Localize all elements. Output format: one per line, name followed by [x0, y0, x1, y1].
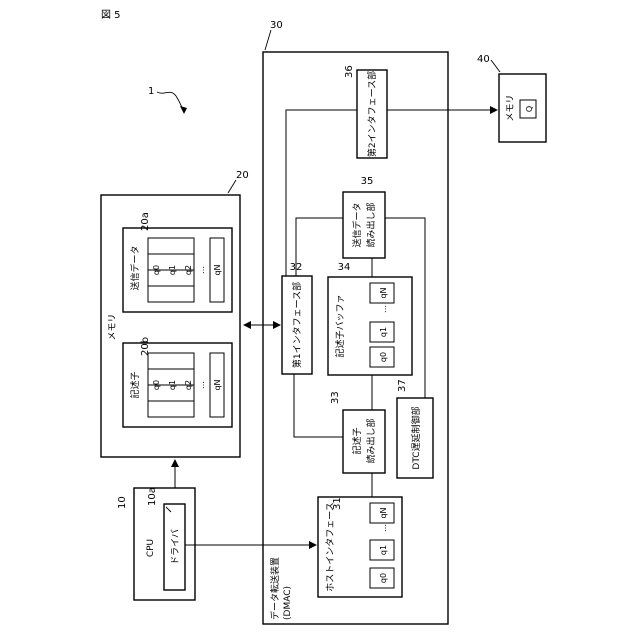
descriptor-cell-qn: qN [213, 379, 222, 390]
send-data-cell-q2: q2 [184, 265, 193, 275]
memory-40-ref: 40 [477, 54, 490, 65]
memory-40-label: メモリ [506, 94, 516, 121]
system-ref-leader [157, 92, 184, 112]
desc-buffer-cell-q1: q1 [379, 327, 388, 337]
host-if-cell-q1: q1 [379, 545, 388, 555]
cpu-block: CPU ドライバ 10 10a [117, 487, 195, 600]
descriptor-reader-ref: 33 [330, 391, 341, 404]
first-interface-label: 第1インタフェース部 [291, 282, 303, 368]
dmac-label-line1: データ転送装置 [269, 557, 281, 620]
descriptor-cell-q1: q1 [168, 380, 177, 390]
dmac-label-line2: (DMAC) [283, 586, 293, 620]
data-reader-ref: 35 [361, 176, 374, 187]
send-data-label: 送信データ [129, 245, 141, 290]
host-if-cell-ellipsis: … [379, 524, 388, 532]
system-ref-arrowhead [180, 106, 187, 114]
cpu-label: CPU [146, 539, 156, 557]
desc-buffer-cell-qn: qN [379, 287, 388, 298]
send-data-cell-qn: qN [213, 264, 222, 275]
memory-40-block: メモリ Q 40 [477, 54, 546, 142]
descriptor-label: 記述子 [129, 371, 141, 398]
memory-20-label: メモリ [108, 313, 118, 340]
driver-ref: 10a [147, 487, 158, 506]
data-reader-label-line1: 送信データ [351, 202, 363, 247]
send-data-cell-ellipsis: … [197, 266, 206, 274]
host-interface-label: ホストインタフェース [325, 502, 336, 592]
second-interface-ref: 36 [344, 65, 355, 78]
descriptor-cell-q0: q0 [152, 380, 161, 390]
data-reader-block [343, 192, 385, 258]
descriptor-reader-label-line2: 読み出し部 [365, 418, 377, 463]
host-interface-ref: 31 [332, 497, 343, 510]
dtc-label: DTC遅延制御部 [410, 406, 422, 469]
memory-40-cell: Q [525, 106, 534, 112]
dtc-ref: 37 [397, 379, 408, 392]
driver-label: ドライバ [170, 529, 181, 565]
desc-buffer-cell-ellipsis: … [379, 305, 388, 313]
data-reader-label-line2: 読み出し部 [365, 202, 377, 247]
dmac-ref-leader [265, 30, 271, 50]
descriptor-cell-ellipsis: … [197, 381, 206, 389]
descriptor-reader-label-line1: 記述子 [351, 427, 363, 454]
figure-title: 図 5 [101, 9, 121, 21]
send-data-cell-q1: q1 [168, 265, 177, 275]
memory-20-block: メモリ 20 送信データ 20a q0 q1 q2 … qN 記述子 20b q… [101, 170, 249, 457]
memory-20-ref: 20 [236, 170, 249, 181]
send-data-cell-q0: q0 [152, 265, 161, 275]
descriptor-buffer-label: 記述子バッファ [334, 294, 346, 357]
system-ref-label: 1 [148, 86, 154, 97]
memory-40-ref-leader [491, 60, 500, 72]
desc-buffer-cell-q0: q0 [379, 352, 388, 362]
host-if-cell-q0: q0 [379, 573, 388, 583]
host-if-cell-qn: qN [379, 507, 388, 518]
dmac-ref: 30 [270, 20, 283, 31]
dmac-block: 30 データ転送装置 (DMAC) ホストインタフェース 31 q0 q1 … … [263, 20, 448, 624]
descriptor-cell-q2: q2 [184, 380, 193, 390]
descriptor-reader-block [343, 410, 385, 473]
memory-20-ref-leader [228, 180, 236, 193]
second-interface-label: 第2インタフェース部 [366, 71, 378, 157]
cpu-ref: 10 [117, 496, 128, 509]
descriptor-buffer-ref: 34 [338, 262, 351, 273]
send-data-ref: 20a [140, 212, 151, 231]
